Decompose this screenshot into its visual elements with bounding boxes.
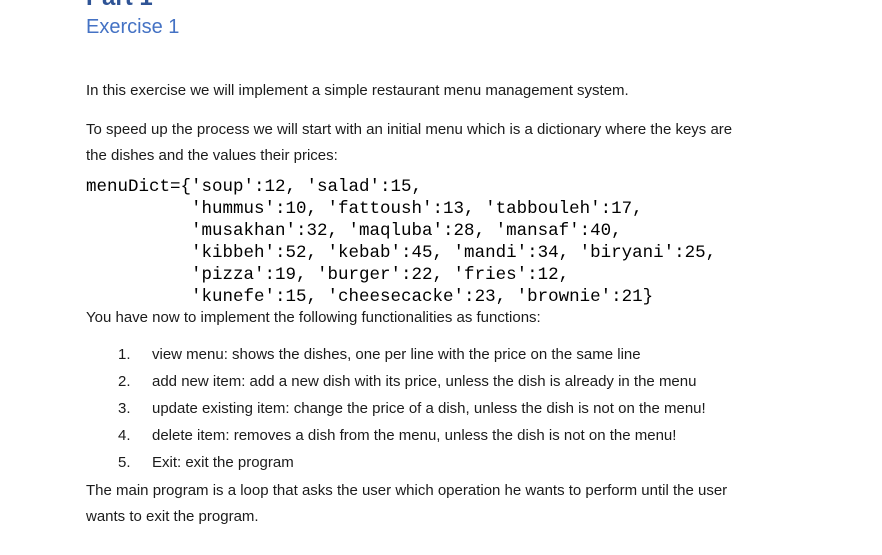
- list-item-number: 4.: [118, 427, 131, 444]
- functions-intro-paragraph: You have now to implement the following …: [86, 305, 541, 331]
- closing-line-2: wants to exit the program.: [86, 508, 259, 525]
- code-line-6: 'kunefe':15, 'cheesecacke':23, 'brownie'…: [86, 287, 654, 307]
- code-line-5: 'pizza':19, 'burger':22, 'fries':12,: [86, 265, 570, 285]
- menu-dict-code-block: menuDict={'soup':12, 'salad':15, 'hummus…: [86, 176, 716, 308]
- intro-paragraph: In this exercise we will implement a sim…: [86, 78, 629, 104]
- menu-intro-line-1: To speed up the process we will start wi…: [86, 121, 733, 138]
- intro-line: In this exercise we will implement a sim…: [86, 82, 629, 99]
- menu-intro-line-2: the dishes and the values their prices:: [86, 147, 338, 164]
- exercise-heading: Exercise 1: [86, 16, 180, 38]
- list-item-text: delete item: removes a dish from the men…: [152, 427, 677, 444]
- list-item-text: view menu: shows the dishes, one per lin…: [152, 346, 641, 363]
- code-line-2: 'hummus':10, 'fattoush':13, 'tabbouleh':…: [86, 199, 643, 219]
- code-line-1: menuDict={'soup':12, 'salad':15,: [86, 177, 423, 197]
- functions-intro-line: You have now to implement the following …: [86, 309, 541, 326]
- list-item-text: update existing item: change the price o…: [152, 400, 706, 417]
- closing-line-1: The main program is a loop that asks the…: [86, 482, 728, 499]
- part-heading-cutoff: Part 1: [86, 0, 153, 12]
- menu-intro-paragraph: To speed up the process we will start wi…: [86, 117, 732, 169]
- code-line-3: 'musakhan':32, 'maqluba':28, 'mansaf':40…: [86, 221, 622, 241]
- list-item-number: 3.: [118, 400, 131, 417]
- list-item-number: 1.: [118, 346, 131, 363]
- list-item-text: Exit: exit the program: [152, 454, 294, 471]
- list-item-number: 2.: [118, 373, 131, 390]
- closing-paragraph: The main program is a loop that asks the…: [86, 478, 727, 530]
- list-item-text: add new item: add a new dish with its pr…: [152, 373, 697, 390]
- list-item-number: 5.: [118, 454, 131, 471]
- code-line-4: 'kibbeh':52, 'kebab':45, 'mandi':34, 'bi…: [86, 243, 717, 263]
